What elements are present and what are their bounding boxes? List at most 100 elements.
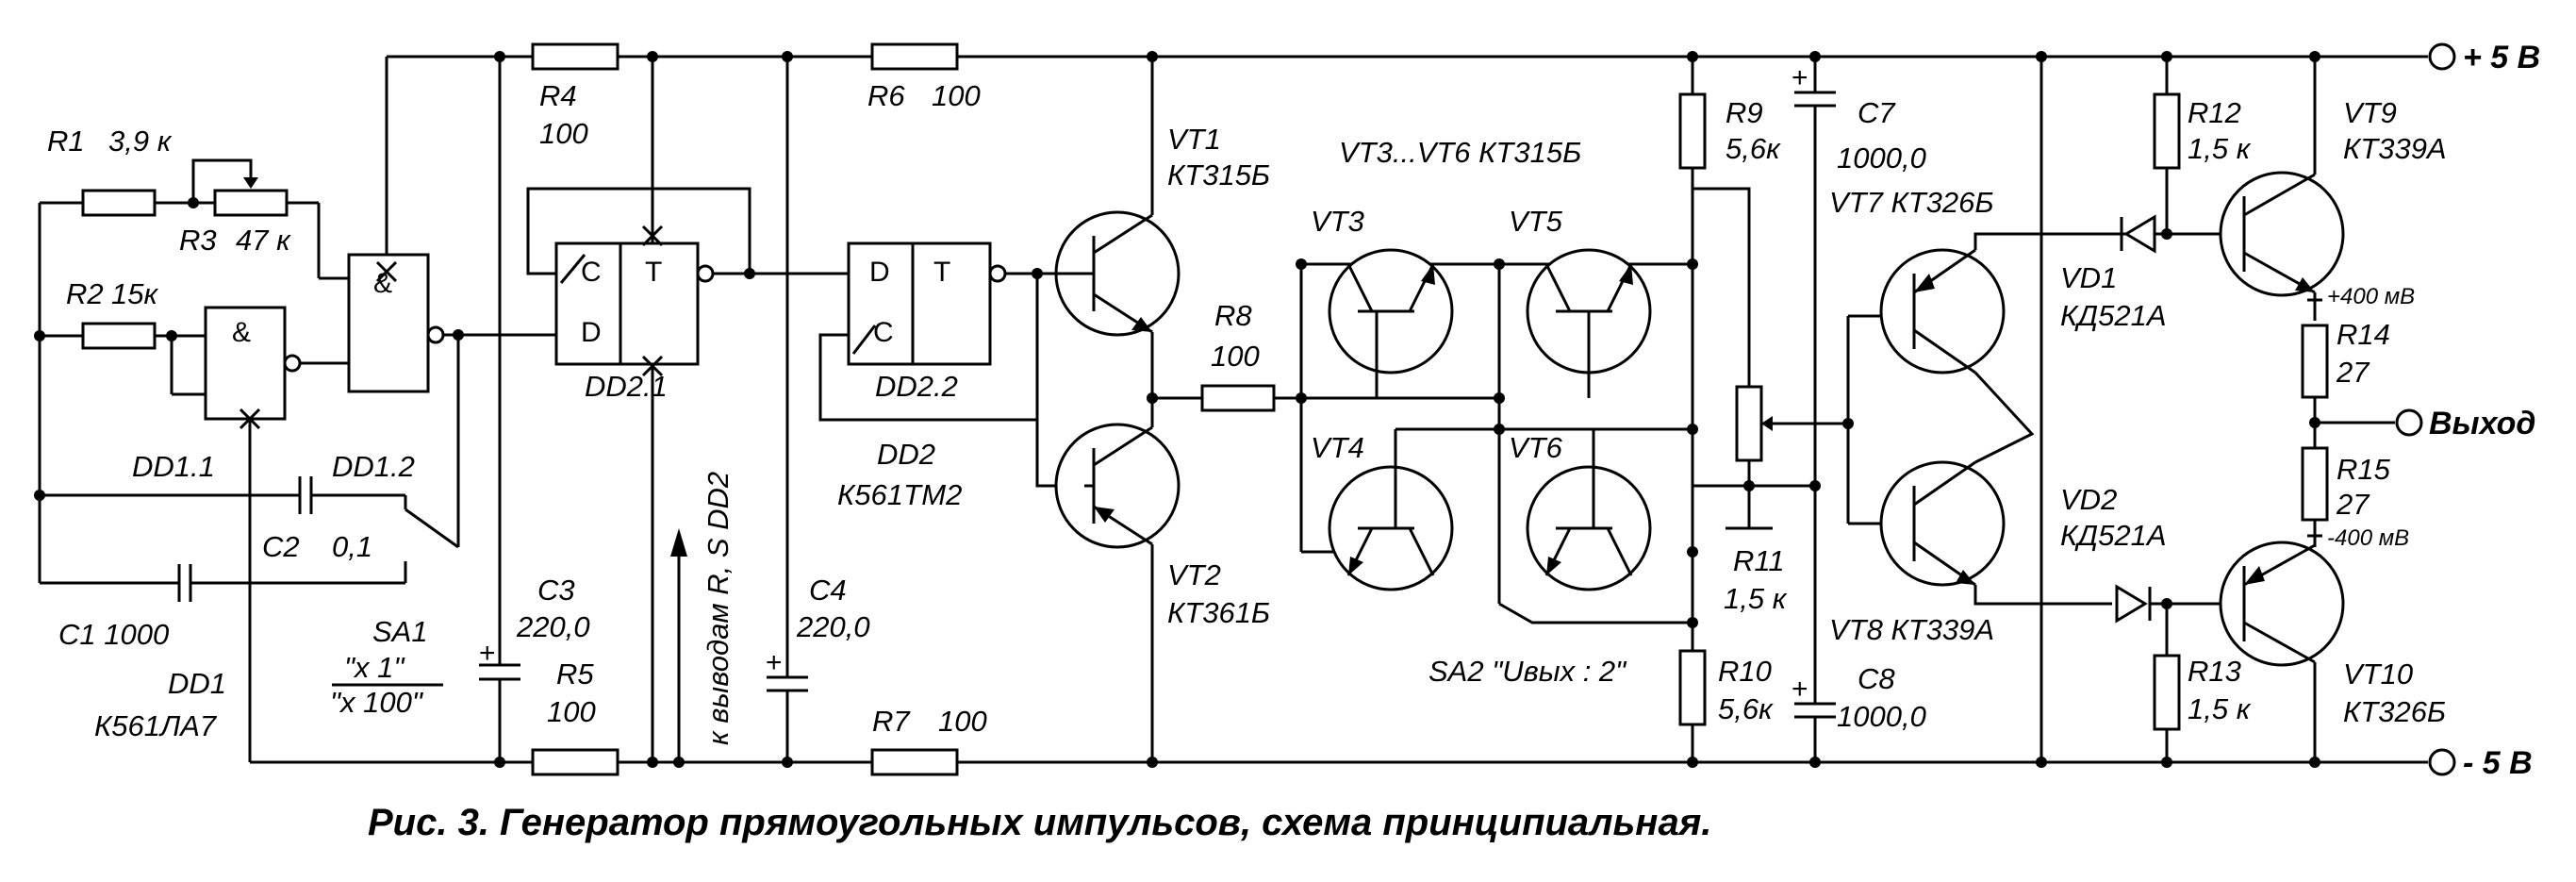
rs-note-label: к выводам R, S DD2 [702,472,735,745]
r4-resistor [531,42,619,71]
r1-value: 3,9 к [108,125,173,158]
output-label: Выход [2429,406,2535,441]
vt9-type: КТ339А [2343,132,2447,165]
r2-resistor [81,322,157,350]
mv-plus-label: +400 мВ [2327,284,2415,309]
c7-c8-capacitors: + + [1792,51,1836,768]
r14-value: 27 [2336,356,2370,389]
dd2-1-flip-flop: C T D [526,57,849,768]
r3-potentiometer [213,189,289,217]
r9-label: R9 [1726,96,1763,129]
vt1-type: КТ315Б [1167,158,1270,191]
r8-label: R8 [1214,299,1252,332]
r4-value: 100 [539,117,588,150]
r8-value: 100 [1211,340,1260,373]
svg-text:+: + [1792,62,1808,93]
r7-label: R7 [872,705,911,738]
vt1-transistor [1054,51,1181,337]
vd2-type: КД521А [2060,519,2167,552]
figure-caption: Рис. 3. Генератор прямоугольных импульсо… [368,802,1711,843]
c8-value: 1000,0 [1837,700,1926,733]
r3-value: 47 к [236,224,291,257]
c3-value: 220,0 [516,610,590,643]
sa1-pos2: "х 100" [330,686,424,719]
r3-label: R3 [179,224,217,257]
r4-label: R4 [539,79,577,112]
vd1-label: VD1 [2060,261,2117,294]
r2-label: R2 [66,277,104,310]
r10-value: 5,6к [1718,692,1774,725]
vt4-transistor [1328,429,1454,591]
r9-resistor [1678,92,1707,170]
vt2-label: VT2 [1167,558,1221,591]
dd2-1-label: DD2.1 [585,370,668,403]
r2-value: 15к [111,277,158,310]
r9-r10-r11-divider [1678,51,1848,726]
r12-value: 1,5 к [2188,132,2252,165]
r6-label: R6 [867,79,905,112]
vd1-r12 [2074,51,2244,254]
r15-value: 27 [2336,488,2370,521]
r13-value: 1,5 к [2188,692,2252,725]
dd2-2-pin-d: D [869,257,890,288]
vt1-label: VT1 [1167,123,1221,156]
svg-text:+: + [479,638,496,669]
r1-resistor [81,189,157,217]
vt8-label: VT8 КТ339А [1829,613,1994,646]
dd1-2-nand-gate: & [319,57,556,393]
r1-label: R1 [47,125,85,158]
vt7-vt8-stage [1842,51,2074,768]
vd2-label: VD2 [2060,483,2117,516]
vt6-label: VT6 [1509,431,1563,464]
r4-c3-filter: + [479,42,658,776]
r11-label: R11 [1733,544,1785,577]
r7-resistor [870,748,959,776]
r15-resistor [2301,446,2329,522]
output-node-vt1-vt2 [1147,332,1307,427]
mv-minus-label: -400 мВ [2327,525,2409,551]
c3-label: C3 [537,574,575,607]
r14-resistor [2301,324,2329,399]
dd1-1-nand-gate: & [204,306,349,762]
vt6-transistor [1526,429,1652,591]
svg-text:+: + [766,647,783,678]
vt2-transistor [1054,423,1181,768]
vt3-transistor [1328,248,1454,398]
sa1-label: SA1 [372,615,428,648]
vt10-transistor [2219,509,2345,768]
c7-label: C7 [1858,96,1896,129]
vt4-label: VT4 [1311,431,1364,464]
vt5-label: VT5 [1509,205,1563,238]
vt7-label: VT7 КТ326Б [1829,186,1994,219]
minus-5v-label: - 5 В [2463,745,2533,781]
r8-resistor [1200,384,1276,412]
dd1-type: К561ЛА7 [94,709,218,742]
dd1-ref: DD1 [168,667,226,700]
r9-value: 5,6к [1726,132,1781,165]
r14-label: R14 [2337,318,2390,351]
r11-potentiometer [1735,385,1763,462]
dd1-1-symbol: & [232,317,251,348]
dd1-input-network [34,158,460,602]
rs-pins-note: к выводам R, S DD2 [670,472,735,768]
vt10-type: КТ326Б [2343,695,2446,728]
r5-label: R5 [556,657,594,691]
vt9-label: VT9 [2343,96,2397,129]
dd2-1-pin-c: C [581,257,602,288]
plus-5v-label: + 5 В [2463,40,2540,75]
c4-label: C4 [809,574,847,607]
vt3-label: VT3 [1311,205,1364,238]
dd1-2-label: DD1.2 [332,450,415,483]
vt3-vt6-group-label: VT3...VT6 КТ315Б [1339,136,1581,169]
c4-value: 220,0 [796,610,870,643]
r5-resistor [531,748,619,776]
c7-value: 1000,0 [1837,141,1926,175]
dd2-2-pin-t: T [933,257,950,288]
r14-r15-output [2301,298,2423,547]
dd2-1-pin-t: T [645,257,662,288]
positive-rail [387,42,2456,71]
c4-capacitor: + [766,51,808,768]
dd1-1-label: DD1.1 [132,450,215,483]
c2-label: C2 [262,530,300,563]
